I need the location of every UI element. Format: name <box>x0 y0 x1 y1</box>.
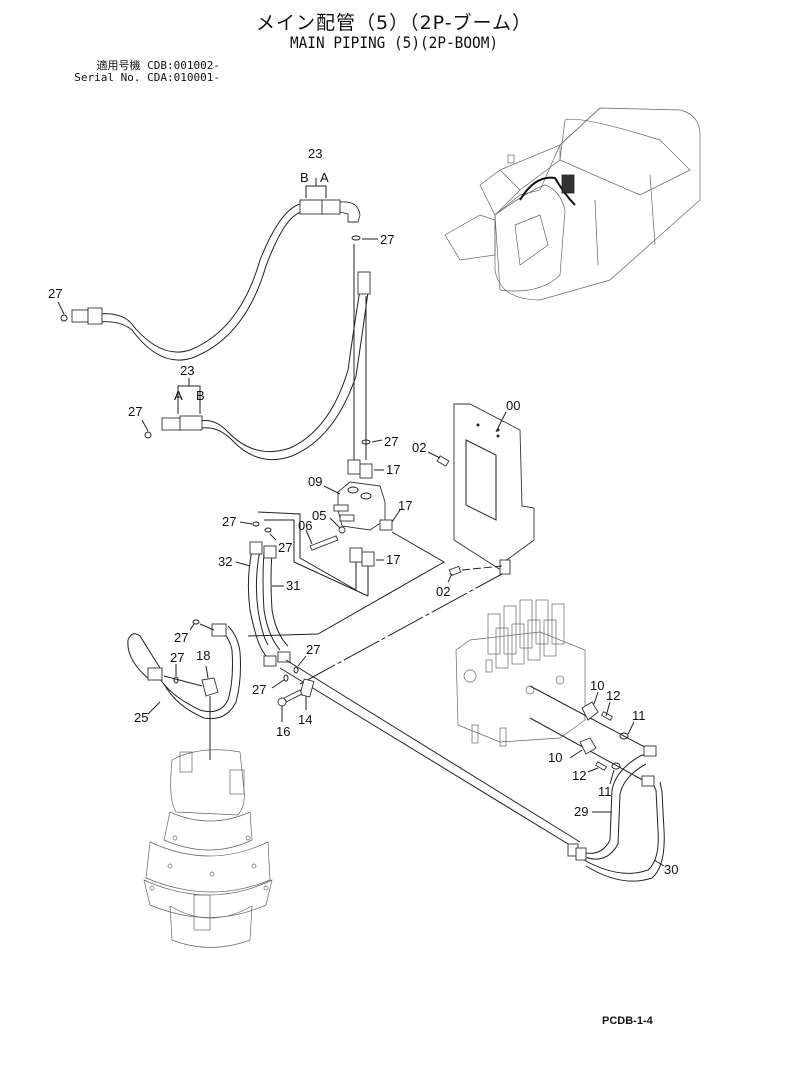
o-ring-27-icon <box>283 674 289 682</box>
callout-12-upper: 12 <box>606 688 620 703</box>
bolt-06 <box>309 535 339 551</box>
callout-27-clamp-lower: 27 <box>252 682 266 697</box>
flange-fittings <box>529 685 655 785</box>
callout-23-lower-a: A <box>174 388 183 403</box>
bolt-02-top <box>436 455 450 467</box>
callout-06: 06 <box>298 518 312 533</box>
callout-27-hose32: 27 <box>222 514 236 529</box>
hose-23-lower <box>141 271 371 461</box>
callout-09: 09 <box>308 474 322 489</box>
callout-10-lower: 10 <box>548 750 562 765</box>
o-ring-27-block-icon <box>361 439 371 445</box>
bolt-12-lower <box>595 761 607 771</box>
callout-27-hose31: 27 <box>278 540 292 555</box>
callout-02-top: 02 <box>412 440 426 455</box>
o-ring-27-icon <box>252 521 260 527</box>
bracket-00 <box>453 403 535 575</box>
callout-11-upper: 11 <box>632 708 646 723</box>
callout-14: 14 <box>298 712 312 727</box>
o-ring-27-icon <box>264 527 272 533</box>
adapter-17-top-right <box>359 463 373 479</box>
callout-27-left-lower: 27 <box>128 404 142 419</box>
callout-25: 25 <box>134 710 148 725</box>
callout-23-lower-b: B <box>196 388 205 403</box>
applicable-serial-jp: 適用号機 CDB:001002- <box>96 59 220 72</box>
adapter-17-side <box>379 519 393 531</box>
pipe-30-end-fitting <box>641 775 655 787</box>
clamp-14 <box>299 678 315 698</box>
callout-17-bottom: 17 <box>386 552 400 567</box>
callout-30: 30 <box>664 862 678 877</box>
o-ring-27-icon <box>293 666 299 674</box>
callout-27-left-upper: 27 <box>48 286 62 301</box>
callout-23-upper-a: A <box>320 170 329 185</box>
callout-10-upper: 10 <box>590 678 604 693</box>
pipe-29-end-fitting <box>643 745 657 757</box>
serial-number: Serial No. CDA:010001- <box>74 71 220 84</box>
callout-27-clamp-upper: 27 <box>306 642 320 657</box>
adapter-17-bottom-left <box>349 547 363 563</box>
flange-10-upper <box>581 701 599 721</box>
callout-29: 29 <box>574 804 588 819</box>
callout-23-lower: 23 <box>180 363 194 378</box>
callout-05: 05 <box>312 508 326 523</box>
callout-27-top: 27 <box>380 232 394 247</box>
callout-31: 31 <box>286 578 300 593</box>
callout-27-tee: 27 <box>170 650 184 665</box>
hoses-31-32 <box>247 541 291 667</box>
title-english: MAIN PIPING (5)(2P-BOOM) <box>289 33 499 52</box>
o-ring-27-icon <box>192 619 200 625</box>
page-code: PCDB-1-4 <box>602 1015 653 1027</box>
bolt-12-upper <box>601 711 613 721</box>
hose-25-and-tee-18 <box>127 623 241 760</box>
callout-27-mid-left: 27 <box>174 630 188 645</box>
callout-02-bottom: 02 <box>436 584 450 599</box>
valve-05-b <box>339 514 355 522</box>
tee-18 <box>201 677 219 697</box>
control-valve-illustration <box>455 599 586 747</box>
callout-17-side: 17 <box>398 498 412 513</box>
adapter-17-bottom-right <box>361 551 375 567</box>
title-japanese: メイン配管（5）（2P-ブーム） <box>255 12 532 34</box>
callout-17-top: 17 <box>386 462 400 477</box>
callout-12-lower: 12 <box>572 768 586 783</box>
o-ring-11-upper-icon <box>619 732 629 740</box>
callout-27-block: 27 <box>384 434 398 449</box>
callout-23-upper-b: B <box>300 170 309 185</box>
bolt-02-bottom <box>448 565 462 577</box>
callout-16: 16 <box>276 724 290 739</box>
adapter-17-top-left <box>347 459 361 475</box>
o-ring-27-icon <box>60 314 68 322</box>
hose-23-upper <box>57 178 361 361</box>
flange-10-lower <box>579 737 597 755</box>
block-assembly <box>309 459 393 567</box>
callout-18: 18 <box>196 648 210 663</box>
callout-32: 32 <box>218 554 232 569</box>
excavator-overview-illustration <box>444 107 701 301</box>
pipes-29-30 <box>567 745 665 882</box>
swing-motor-illustration <box>143 749 273 948</box>
callout-23-upper: 23 <box>308 146 322 161</box>
o-ring-27-icon <box>144 431 152 439</box>
o-ring-11-lower-icon <box>611 762 621 770</box>
o-ring-27-top-icon <box>351 235 361 241</box>
valve-05-a <box>333 504 349 512</box>
callout-00: 00 <box>506 398 520 413</box>
callout-11-lower: 11 <box>598 784 612 799</box>
